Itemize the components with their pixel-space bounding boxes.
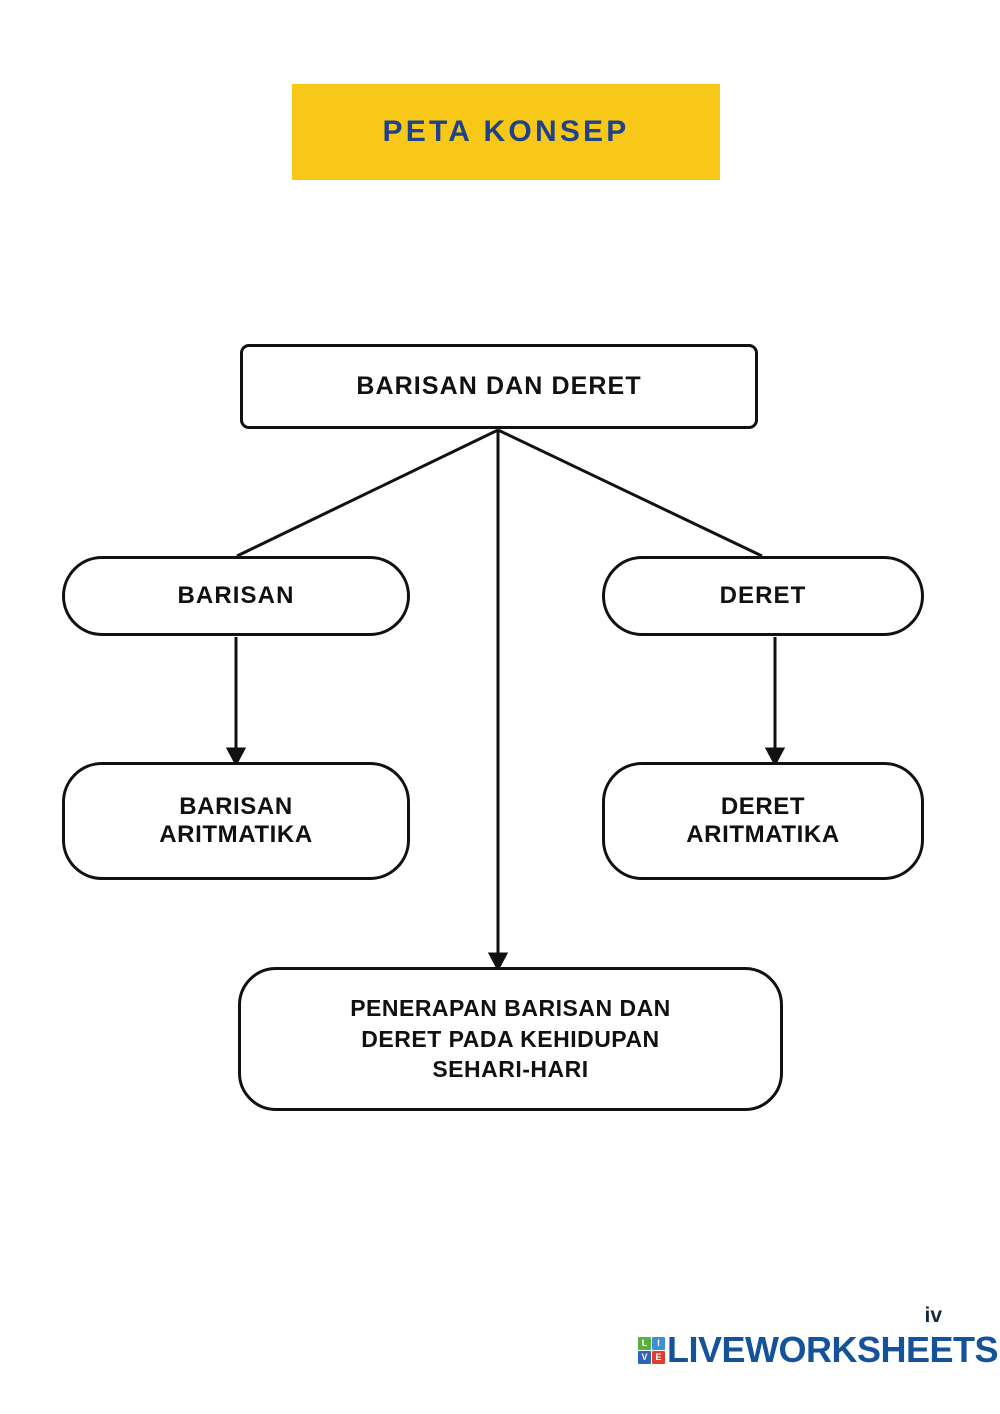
node-label: DERET ARITMATIKA bbox=[686, 792, 840, 848]
page-footer: iv L I V E LIVEWORKSHEETS bbox=[0, 1304, 1000, 1414]
node-barisan[interactable]: BARISAN bbox=[62, 556, 410, 636]
node-barisan-aritmatika[interactable]: BARISAN ARITMATIKA bbox=[62, 762, 410, 880]
liveworksheets-logo[interactable]: L I V E LIVEWORKSHEETS bbox=[637, 1329, 999, 1370]
badge-letter-l: L bbox=[637, 1336, 651, 1350]
node-label: BARISAN DAN DERET bbox=[356, 371, 642, 400]
page-number: iv bbox=[924, 1304, 942, 1327]
node-deret-aritmatika[interactable]: DERET ARITMATIKA bbox=[602, 762, 924, 880]
badge-letter-e: E bbox=[651, 1350, 665, 1364]
node-label: DERET bbox=[719, 581, 807, 609]
liveworksheets-badge-icon: L I V E bbox=[637, 1336, 665, 1364]
badge-letter-i: I bbox=[651, 1336, 665, 1350]
node-label: BARISAN ARITMATIKA bbox=[159, 792, 313, 848]
node-label: BARISAN bbox=[177, 581, 295, 609]
node-barisan-dan-deret[interactable]: BARISAN DAN DERET bbox=[240, 344, 758, 429]
node-label: PENERAPAN BARISAN DAN DERET PADA KEHIDUP… bbox=[350, 995, 671, 1083]
page-title-banner: PETA KONSEP bbox=[292, 84, 720, 180]
node-deret[interactable]: DERET bbox=[602, 556, 924, 636]
edge-root-to-barisan bbox=[236, 428, 499, 558]
liveworksheets-wordmark: LIVEWORKSHEETS bbox=[666, 1329, 999, 1370]
page-title: PETA KONSEP bbox=[382, 115, 630, 148]
edge-root-to-deret bbox=[497, 428, 763, 558]
node-penerapan-barisan-deret[interactable]: PENERAPAN BARISAN DAN DERET PADA KEHIDUP… bbox=[238, 967, 783, 1111]
badge-letter-v: V bbox=[637, 1350, 651, 1364]
